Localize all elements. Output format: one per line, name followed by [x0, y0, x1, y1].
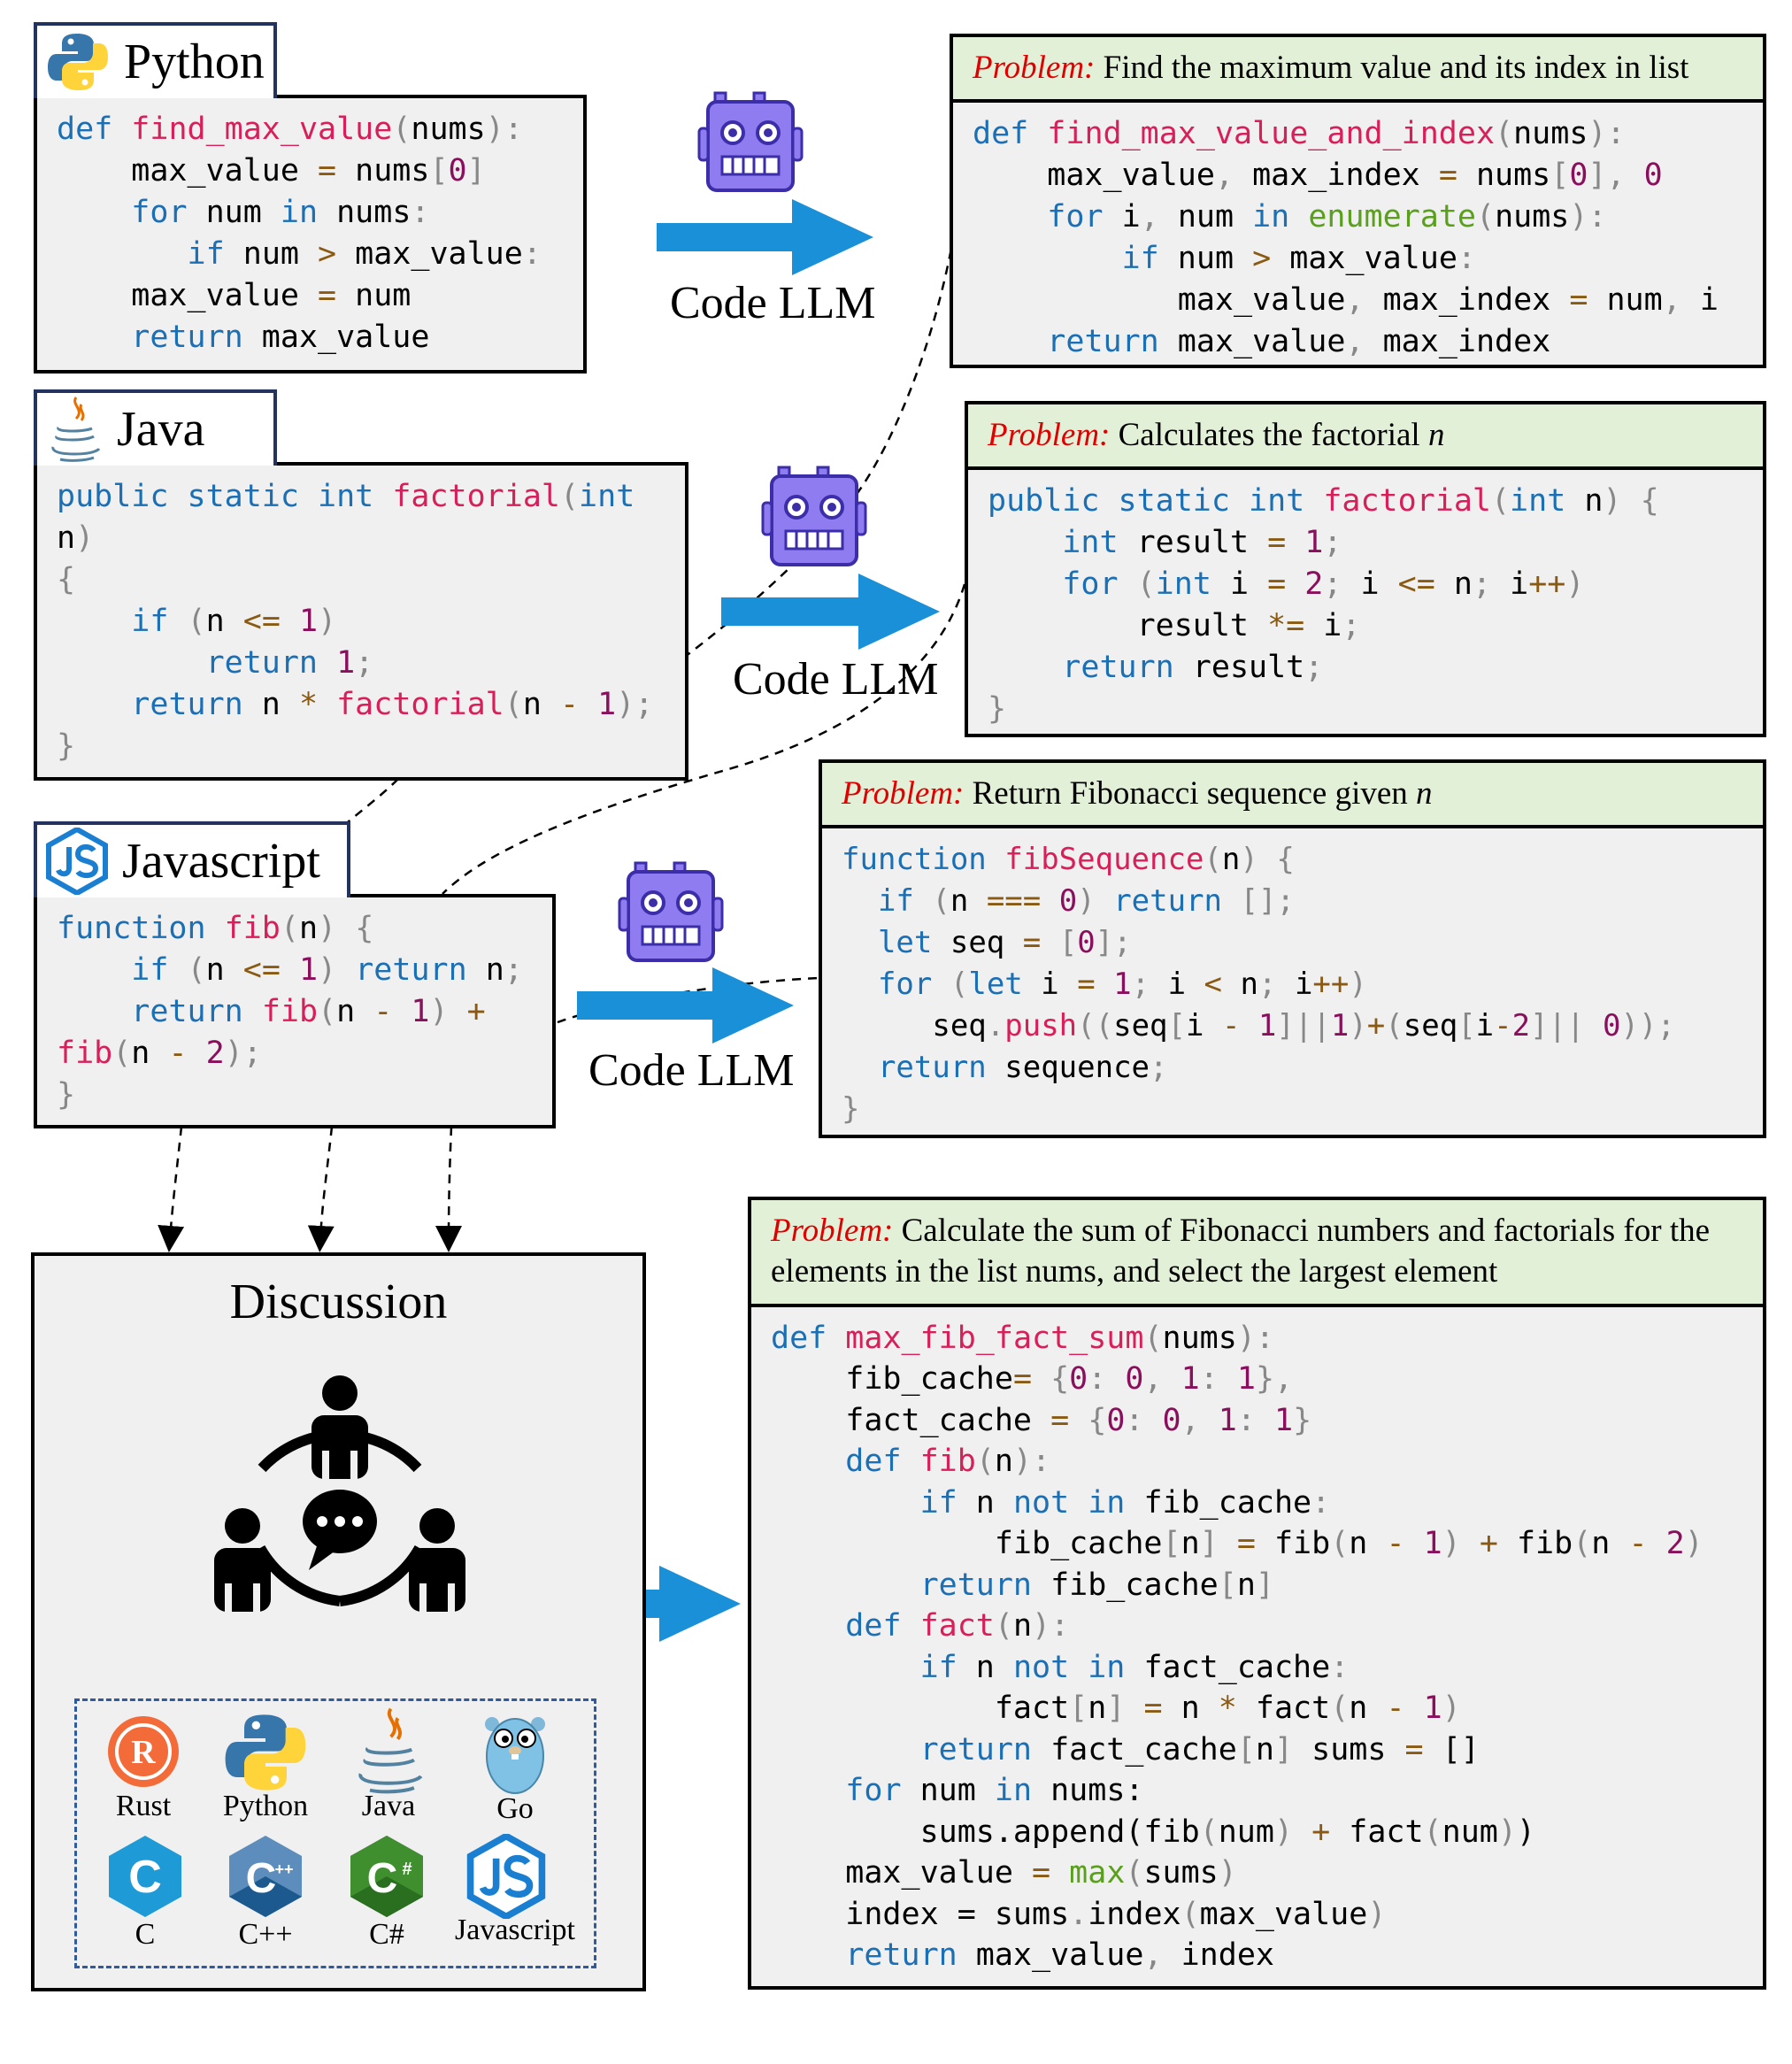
- svg-text:R: R: [131, 1734, 156, 1771]
- language-label: C++: [238, 1918, 293, 1951]
- problem-label: Problem:: [988, 417, 1111, 453]
- llm-arrow-python: [657, 199, 873, 275]
- java-tab-label: Java: [117, 402, 205, 457]
- python-tab: Python: [34, 22, 277, 98]
- problem-header: Problem: Return Fibonacci sequence given…: [822, 763, 1763, 829]
- problem-header: Problem: Find the maximum value and its …: [953, 37, 1763, 104]
- java-problem-card: Problem: Calculates the factorial n publ…: [965, 401, 1766, 737]
- language-label: C#: [369, 1918, 404, 1951]
- c-logo-icon: C: [109, 1836, 181, 1917]
- javascript-tab: Javascript: [34, 821, 350, 897]
- java-source-code: public static int factorial(int n) { if …: [34, 462, 688, 781]
- javascript-tab-label: Javascript: [122, 834, 320, 889]
- language-label: Go: [496, 1792, 534, 1825]
- problem-header: Problem: Calculate the sum of Fibonacci …: [751, 1200, 1763, 1307]
- dashed-down-arrow: [158, 1126, 185, 1252]
- python-logo-icon: [225, 1714, 306, 1791]
- language-label: Python: [222, 1790, 309, 1822]
- llm-arrow-javascript: [577, 967, 794, 1044]
- robot-icon: [697, 91, 804, 192]
- cpp-logo-icon: C ++: [229, 1836, 302, 1917]
- javascript-logo-icon: [46, 828, 108, 895]
- language-label: Javascript: [455, 1914, 575, 1946]
- rust-logo-icon: R: [108, 1716, 179, 1787]
- svg-text:C: C: [246, 1855, 277, 1902]
- language-label: C: [135, 1918, 156, 1951]
- python-source-code: def find_max_value(nums): max_value = nu…: [34, 95, 587, 374]
- language-label: Java: [361, 1790, 416, 1822]
- robot-icon: [761, 466, 867, 566]
- svg-text:C: C: [367, 1855, 398, 1902]
- javascript-logo-icon: [466, 1834, 546, 1919]
- go-gopher-icon: [485, 1717, 545, 1794]
- code-llm-label: Code LLM: [588, 1045, 795, 1096]
- problem-variable: n: [1427, 417, 1445, 453]
- java-logo-icon: [358, 1707, 423, 1794]
- problem-header: Problem: Calculates the factorial n: [968, 404, 1763, 471]
- problem-text: Return Fibonacci sequence given: [972, 775, 1417, 812]
- python-tab-label: Python: [124, 35, 265, 89]
- svg-text:C: C: [128, 1852, 162, 1903]
- discussion-title: Discussion: [229, 1275, 448, 1329]
- discussion-panel: Discussion R Rust: [31, 1252, 646, 1991]
- dashed-connector: [442, 583, 966, 895]
- code-llm-label: Code LLM: [670, 278, 876, 328]
- python-logo-icon: [48, 34, 108, 90]
- robot-icon: [618, 861, 724, 962]
- csharp-logo-icon: C #: [350, 1836, 423, 1917]
- svg-text:++: ++: [274, 1860, 293, 1878]
- python-problem-card: Problem: Find the maximum value and its …: [950, 34, 1766, 368]
- group-discussion-icon: [214, 1375, 465, 1612]
- dashed-down-arrow: [307, 1126, 335, 1252]
- language-label: Rust: [115, 1790, 172, 1822]
- problem-label: Problem:: [771, 1213, 894, 1249]
- javascript-source-code: function fib(n) { if (n <= 1) return n; …: [34, 894, 556, 1128]
- languages-box: R Rust Python Java G: [74, 1698, 596, 1968]
- code-llm-label: Code LLM: [733, 654, 939, 705]
- dashed-down-arrow: [435, 1126, 463, 1252]
- dashed-connector: [557, 976, 819, 1024]
- java-logo-icon: [51, 397, 101, 462]
- problem-variable: n: [1416, 775, 1433, 812]
- javascript-problem-card: Problem: Return Fibonacci sequence given…: [819, 759, 1766, 1138]
- problem-label: Problem:: [842, 775, 965, 812]
- svg-text:#: #: [402, 1860, 411, 1879]
- llm-arrow-java: [721, 574, 940, 650]
- problem-label: Problem:: [973, 50, 1096, 86]
- problem-text: Calculates the factorial: [1118, 417, 1428, 453]
- problem-text: Find the maximum value and its index in …: [1103, 50, 1689, 86]
- discussion-problem-card: Problem: Calculate the sum of Fibonacci …: [748, 1197, 1766, 1990]
- java-tab: Java: [34, 389, 277, 466]
- problem-text: Calculate the sum of Fibonacci numbers a…: [771, 1213, 1711, 1290]
